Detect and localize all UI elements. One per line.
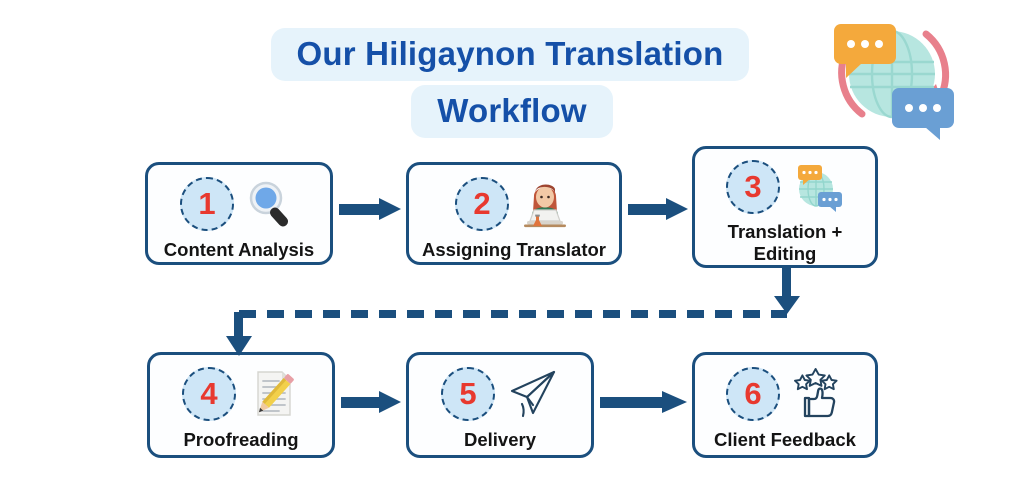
step-card-header: 1 [180,175,298,233]
globe-speech-bubbles-icon [788,159,844,215]
globe-translation-logo [818,6,968,142]
orange-speech-bubble-icon [798,165,822,186]
step-number-badge: 6 [726,367,780,421]
step-card-label: Client Feedback [714,429,856,450]
step-number-badge: 5 [441,367,495,421]
step-card-header: 6 [726,365,844,423]
step-card-header: 3 [726,159,844,215]
document-pencil-icon [244,366,300,422]
step-number-badge: 3 [726,160,780,215]
step-number-badge: 4 [182,367,236,421]
step-card-label: Proofreading [183,429,299,450]
page-title-line-2: Workflow [411,85,613,138]
step-card-label: Delivery [464,429,536,450]
arrow-step4-to-step5 [341,389,401,415]
paper-plane-icon [503,366,559,422]
orange-speech-bubble-icon [834,24,896,78]
translator-at-laptop-icon [517,176,573,232]
step-card-label: Translation + Editing [727,221,843,265]
step-card-header: 4 [182,365,300,423]
step-card-translation-editing[interactable]: 3 [692,146,878,268]
arrow-step1-to-step2 [339,196,401,222]
step-card-label: Content Analysis [163,239,315,260]
step-card-assigning-translator[interactable]: 2 Assigning Translator [406,162,622,265]
magnifying-glass-icon [242,176,298,232]
blue-speech-bubble-icon [818,192,842,213]
page-title-line-1: Our Hiligaynon Translation [270,28,750,81]
arrow-step5-to-step6 [600,389,687,415]
connector-step3-to-step4 [225,266,800,358]
step-card-header: 2 [455,175,573,233]
step-card-client-feedback[interactable]: 6 Client Feedback [692,352,878,458]
step-card-label: Assigning Translator [421,239,606,260]
step-card-proofreading[interactable]: 4 [147,352,335,458]
blue-speech-bubble-icon [892,88,954,140]
step-number-badge: 2 [455,177,509,231]
step-number-badge: 1 [180,177,234,231]
arrow-step2-to-step3 [628,196,688,222]
step-card-content-analysis[interactable]: 1 Content Analysis [145,162,333,265]
step-card-delivery[interactable]: 5 Delivery [406,352,594,458]
thumbs-up-stars-icon [788,366,844,422]
step-card-header: 5 [441,365,559,423]
